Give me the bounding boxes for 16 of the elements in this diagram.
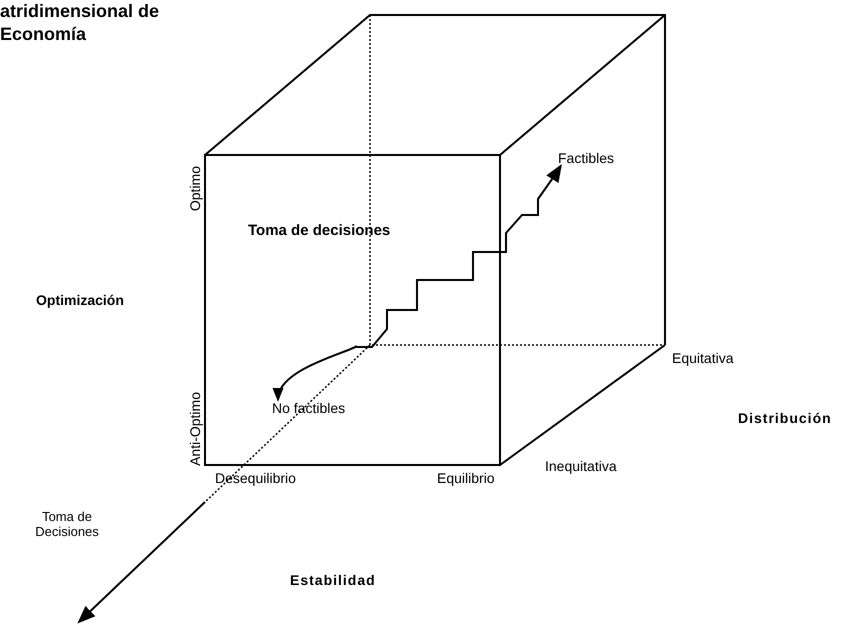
outcome-label: No factibles [272,400,346,416]
arrow [274,345,358,402]
axis-title: Estabilidad [290,572,376,588]
axis-value-label: Desequilibrio [215,470,296,486]
axis-title: Toma de Decisiones [34,510,100,540]
axis-value-label: Equilibrio [437,470,495,486]
axis-value-label: Equitativa [672,350,734,366]
axis-title: Distribución [738,410,832,426]
axis-value-label: Anti-Optimo [187,392,204,466]
diagram-title: atridimensional de Economía [0,0,160,45]
axis-value-label: Inequitativa [545,458,617,474]
outcome-label: Factibles [558,150,614,166]
arrow [355,164,562,348]
axis-value-label: Optimo [187,166,204,212]
region-label: Toma de decisiones [248,222,390,240]
axis-title: Optimización [36,292,124,308]
